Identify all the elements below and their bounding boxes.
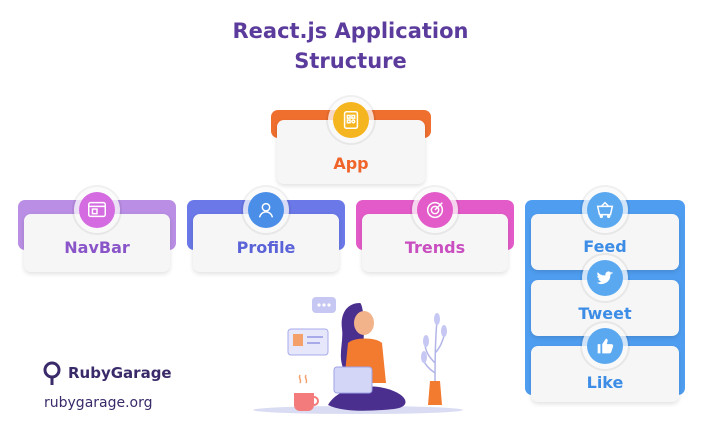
node-app-label: App [333, 153, 369, 173]
node-group-feed: Feed Tweet Like [525, 192, 685, 402]
node-navbar-label: NavBar [64, 237, 130, 257]
node-navbar: NavBar [18, 192, 176, 274]
cart-icon [587, 192, 623, 228]
node-profile: Profile [187, 192, 345, 274]
node-feed-label: Feed [583, 236, 627, 256]
brand-name: RubyGarage [68, 364, 172, 382]
node-trends: Trends [356, 192, 514, 274]
twitter-bird-icon [587, 260, 623, 296]
node-tweet-label: Tweet [578, 303, 632, 323]
node-profile-label: Profile [236, 237, 296, 257]
brand-url: rubygarage.org [44, 395, 153, 411]
target-icon [417, 192, 453, 228]
node-app: App [271, 102, 431, 184]
user-icon [248, 192, 284, 228]
illustration-woman-with-laptop [248, 293, 463, 419]
node-like-label: Like [586, 372, 624, 392]
rubygarage-logo-icon [43, 361, 61, 385]
thumbs-up-icon [587, 328, 623, 364]
brand-logo: RubyGarage [42, 360, 172, 386]
browser-icon [79, 192, 115, 228]
title-line-1: React.js Application [232, 19, 469, 43]
title-line-2: Structure [294, 49, 407, 73]
diagram-title: React.js Application Structure [0, 16, 701, 76]
app-grid-icon [333, 102, 369, 138]
node-trends-label: Trends [404, 237, 466, 257]
